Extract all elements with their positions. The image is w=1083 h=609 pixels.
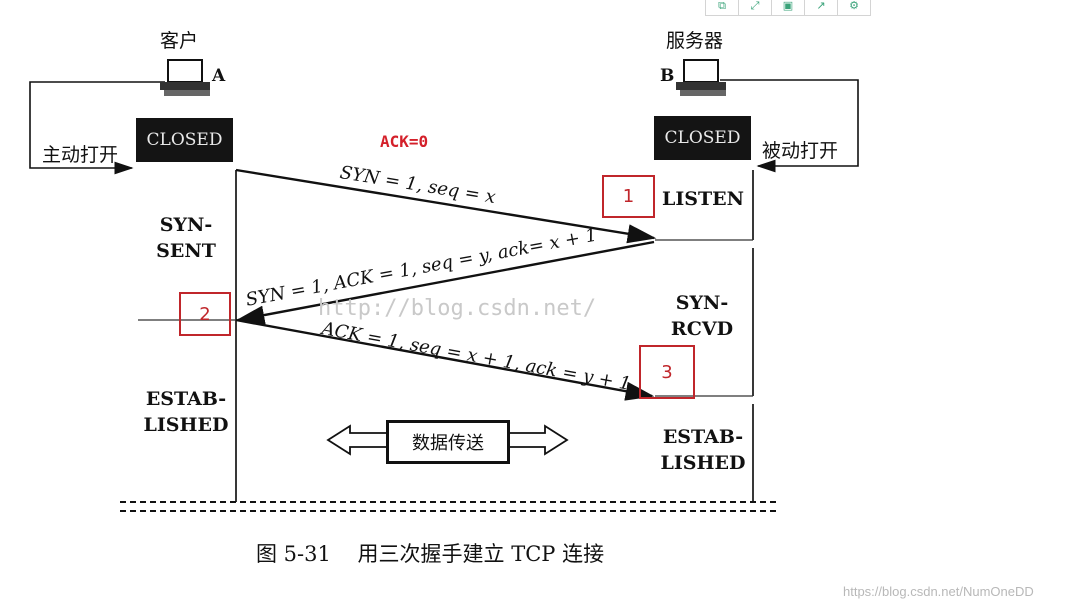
expand-icon[interactable]: ⤢ bbox=[739, 0, 772, 15]
state-established-b: ESTAB- LISHED bbox=[660, 426, 746, 474]
share-icon[interactable]: ↗ bbox=[805, 0, 838, 15]
step-marker-1: 1 bbox=[602, 175, 655, 218]
host-b-label: B bbox=[660, 66, 675, 86]
closed-state-b: CLOSED bbox=[654, 116, 751, 160]
watermark-corner: https://blog.csdn.net/NumOneDD bbox=[843, 584, 1034, 599]
client-label: 客户 bbox=[160, 30, 199, 52]
computer-icon-b bbox=[676, 59, 726, 96]
watermark-center: http://blog.csdn.net/ bbox=[318, 296, 597, 321]
host-a-label: A bbox=[212, 66, 226, 86]
step-marker-2: 2 bbox=[179, 292, 231, 336]
ack-zero-note: ACK=0 bbox=[380, 132, 429, 151]
copy-icon[interactable]: ⧉ bbox=[706, 0, 739, 15]
state-syn-sent: SYN- SENT bbox=[156, 214, 216, 262]
ack-arrow bbox=[235, 318, 655, 401]
state-syn-rcvd: SYN- RCVD bbox=[670, 292, 734, 340]
save-icon[interactable]: ▣ bbox=[772, 0, 805, 15]
active-open-loop bbox=[29, 81, 165, 175]
state-established-a: ESTAB- LISHED bbox=[143, 388, 229, 436]
state-listen: LISTEN bbox=[662, 188, 744, 210]
step-marker-3: 3 bbox=[639, 345, 695, 399]
syn-ack-arrow bbox=[235, 240, 655, 325]
figure-caption: 图 5-31 用三次握手建立 TCP 连接 bbox=[256, 542, 605, 566]
closed-state-a: CLOSED bbox=[136, 118, 233, 162]
data-transfer-label: 数据传送 bbox=[386, 420, 510, 464]
computer-icon-a bbox=[160, 59, 210, 96]
settings-icon[interactable]: ⚙ bbox=[849, 0, 859, 12]
server-label: 服务器 bbox=[666, 30, 724, 52]
syn-arrow bbox=[235, 168, 657, 244]
passive-open-label: 被动打开 bbox=[762, 140, 839, 162]
passive-open-loop bbox=[720, 79, 859, 173]
active-open-label: 主动打开 bbox=[42, 144, 119, 166]
image-toolbar: ⧉ ⤢ ▣ ↗ ⚙ bbox=[705, 0, 871, 16]
